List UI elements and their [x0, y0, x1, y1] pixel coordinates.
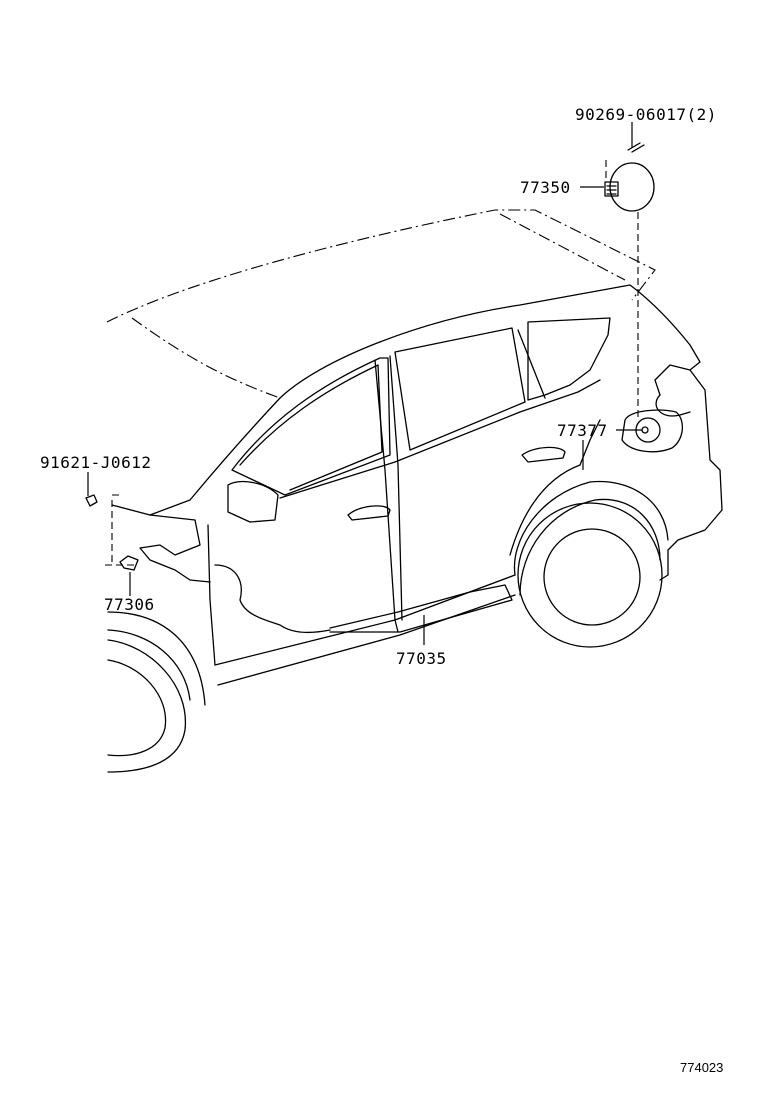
- rear-wheel-arch-inner: [519, 498, 661, 596]
- front-wheel-arch: [107, 611, 206, 706]
- hood-bolt-assembly-line: [111, 494, 122, 565]
- side-mirror: [227, 481, 279, 523]
- b-pillar: [374, 359, 399, 633]
- fuel-lid-screw-icon: [627, 142, 645, 153]
- rear-door-handle: [521, 446, 566, 463]
- hood-bolt-icon: [85, 494, 98, 507]
- quarter-window-inner: [517, 329, 546, 399]
- windshield-base-line: [131, 317, 281, 399]
- rear-window: [394, 327, 526, 451]
- fuel-lid-hinge-icon: [604, 181, 619, 197]
- front-tire-rim: [107, 659, 167, 757]
- front-door-edge: [207, 524, 216, 666]
- side-sill-upper: [214, 574, 516, 666]
- fuel-opener-dot: [641, 426, 649, 434]
- roof-rear-line: [499, 213, 626, 281]
- roof-outline: [106, 209, 656, 323]
- rear-tail: [655, 394, 691, 417]
- b-pillar-2: [389, 355, 403, 621]
- front-door-handle: [347, 505, 391, 521]
- fuel-door-recess: [621, 409, 683, 453]
- front-window-inner: [239, 364, 383, 491]
- hood-part-icon: [119, 555, 139, 571]
- a-pillar: [149, 397, 281, 516]
- side-sill-lower: [217, 594, 516, 686]
- label-fuel-opener-part: 77377: [557, 421, 608, 440]
- fuel-lid-icon: [609, 162, 655, 212]
- quarter-window: [527, 317, 611, 401]
- belt-line: [279, 379, 601, 499]
- rear-tire-inner: [543, 528, 641, 626]
- rear-tire-outer: [517, 502, 663, 648]
- body-upper-line: [279, 284, 701, 399]
- front-wheel-arch-inner: [107, 629, 191, 701]
- label-side-part: 77035: [396, 649, 447, 668]
- label-fuel-lid: 77350: [520, 178, 571, 197]
- rear-wheel-arch: [513, 480, 669, 576]
- rear-quarter-line: [509, 419, 601, 556]
- label-fuel-lid-screw: 90269-06017(2): [575, 105, 717, 124]
- front-fender-curve: [214, 564, 331, 634]
- front-window: [231, 357, 391, 496]
- side-sill-garnish: [329, 584, 513, 633]
- front-tire: [107, 639, 187, 773]
- diagram-id: 774023: [680, 1060, 723, 1075]
- label-hood-part: 77306: [104, 595, 155, 614]
- rear-body: [659, 369, 723, 581]
- hood-edge: [111, 504, 211, 583]
- label-hood-bolt: 91621-J0612: [40, 453, 151, 472]
